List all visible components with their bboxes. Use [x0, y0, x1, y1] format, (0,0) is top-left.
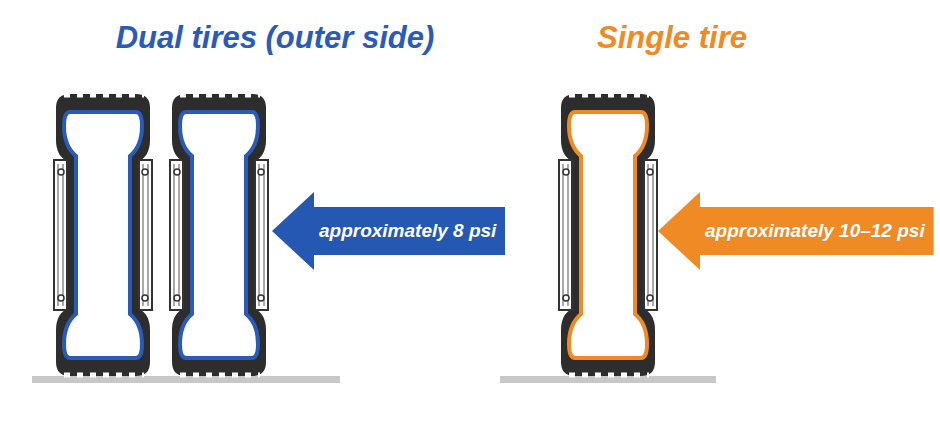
dual-tire-inner	[54, 94, 152, 376]
dual-tire-outer	[170, 94, 268, 376]
pressure-label: approximately 10–12 psi	[705, 220, 925, 242]
pressure-arrow: approximately 10–12 psi	[658, 192, 934, 270]
single-tire	[559, 94, 657, 376]
heading-label: Dual tires (outer side)	[116, 20, 435, 56]
pressure-label: approximately 8 psi	[319, 220, 496, 242]
heading-label: Single tire	[597, 20, 747, 56]
pressure-arrow: approximately 8 psi	[272, 192, 505, 270]
